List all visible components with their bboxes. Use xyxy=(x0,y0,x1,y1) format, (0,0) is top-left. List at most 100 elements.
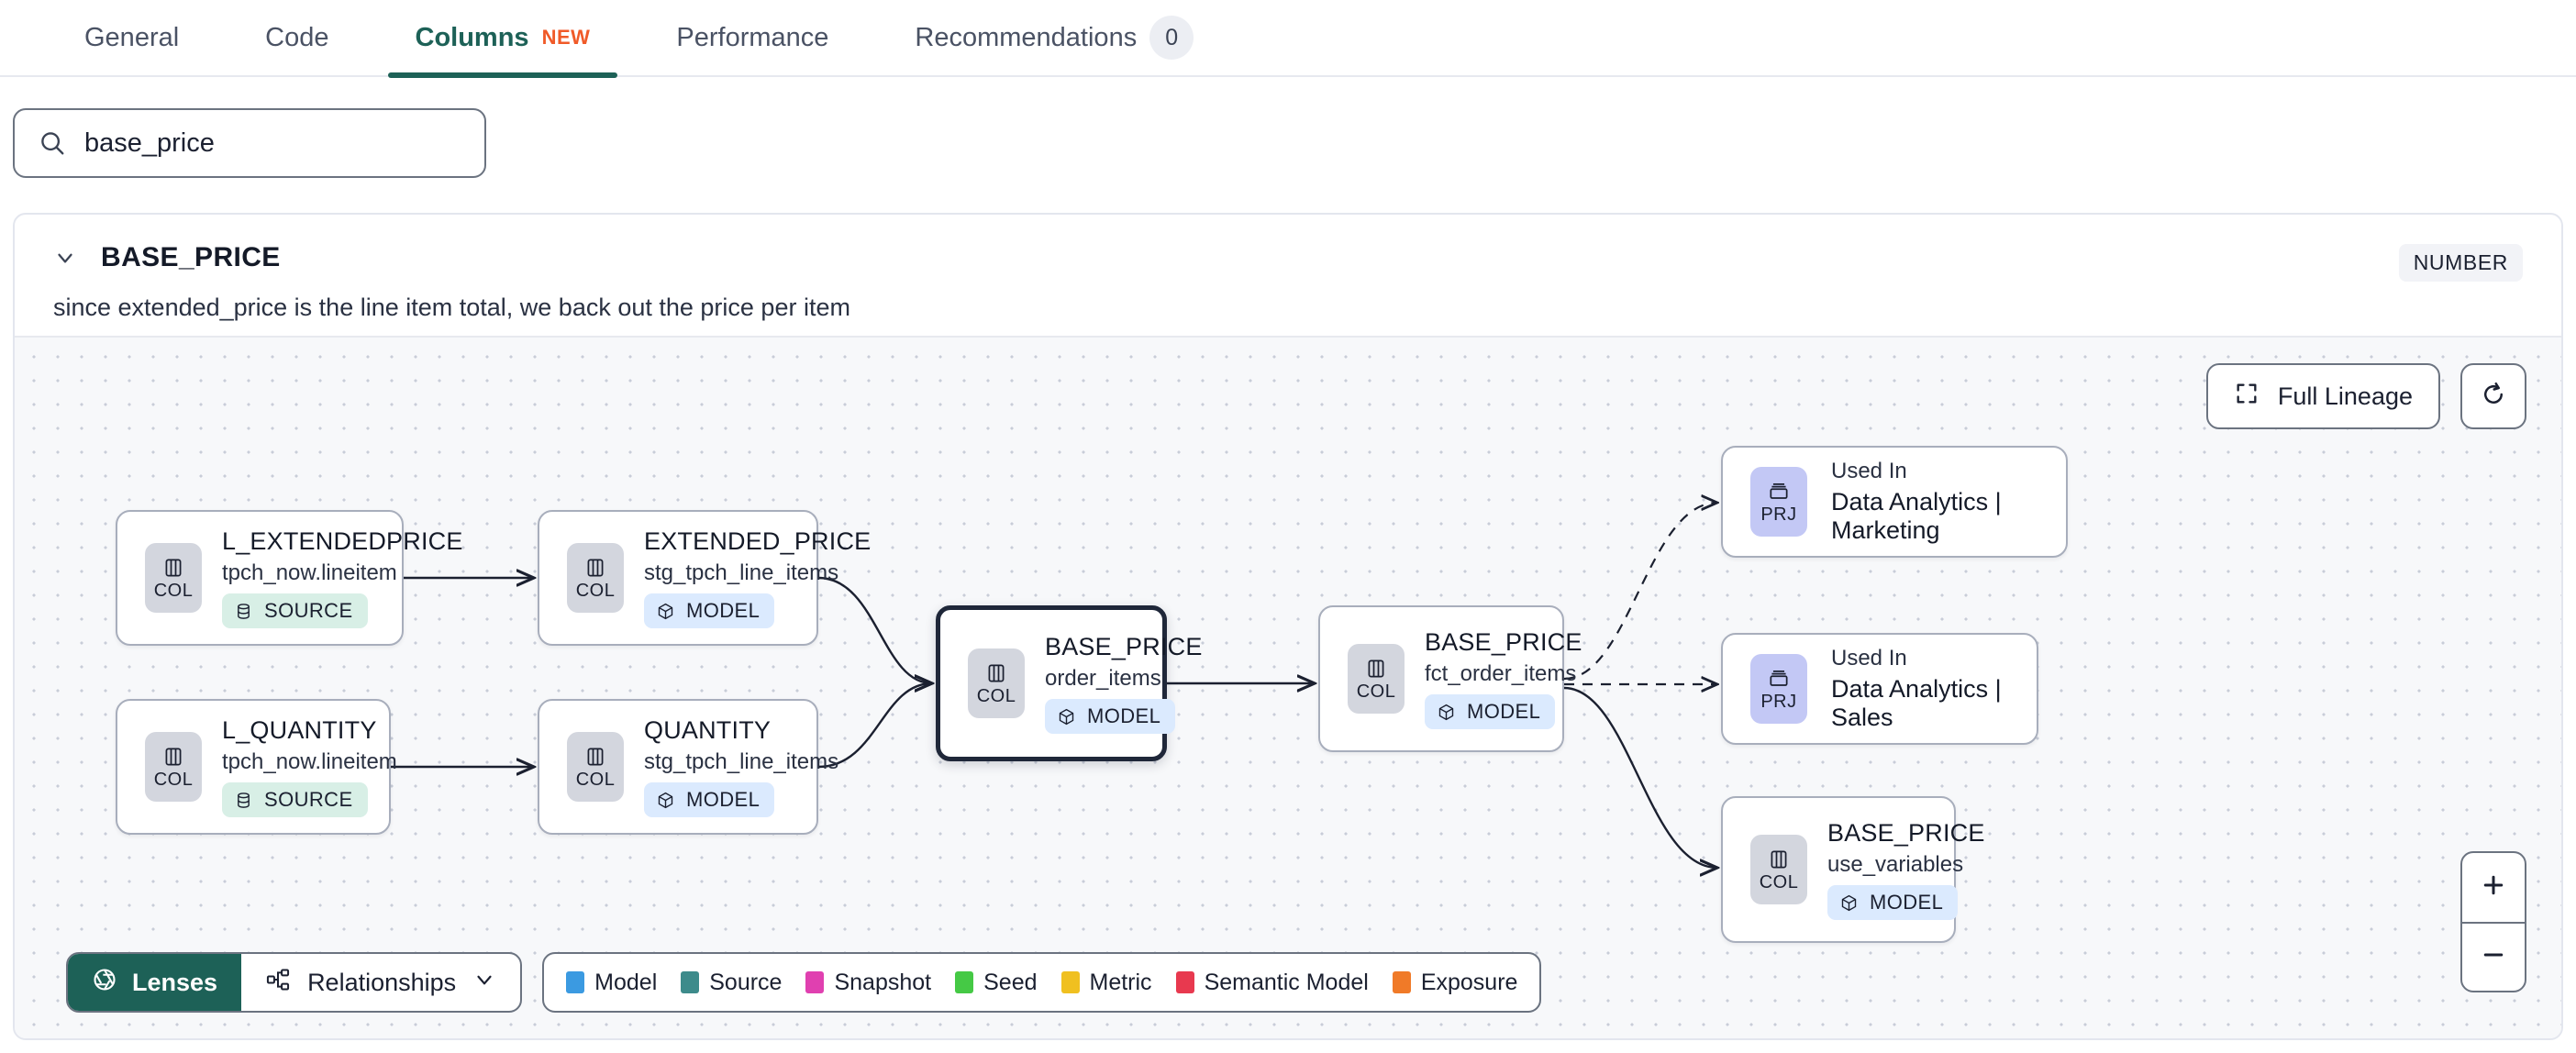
lineage-node-project-sales[interactable]: PRJ Used In Data Analytics | Sales xyxy=(1721,633,2038,745)
legend-label: Exposure xyxy=(1420,969,1518,995)
cube-icon xyxy=(1438,704,1454,720)
lineage-canvas[interactable]: COL L_EXTENDEDPRICE tpch_now.lineitem SO… xyxy=(15,336,2561,1038)
node-subtitle: stg_tpch_line_items xyxy=(644,560,839,585)
legend-label: Seed xyxy=(983,969,1038,995)
node-title: QUANTITY xyxy=(644,716,772,744)
materialization-badge: MODEL xyxy=(1425,694,1556,729)
lineage-node-extended-price[interactable]: COL EXTENDED_PRICE stg_tpch_line_items M… xyxy=(538,510,871,646)
prj-kind-badge: PRJ xyxy=(1750,654,1807,724)
node-title: EXTENDED_PRICE xyxy=(644,527,872,555)
chevron-down-icon[interactable] xyxy=(53,246,77,270)
node-body: BASE_PRICE use_variables MODEL xyxy=(1827,819,1985,920)
legend-item-source: Source xyxy=(681,970,782,996)
col-kind-badge: COL xyxy=(567,732,624,802)
lineage-node-base-price-order-items[interactable]: COL BASE_PRICE order_items MODEL xyxy=(936,605,1202,761)
prj-kind-label: PRJ xyxy=(1760,692,1797,712)
node-subtitle: stg_tpch_line_items xyxy=(644,749,839,774)
legend-item-semantic-model: Semantic Model xyxy=(1175,969,1369,996)
relationships-dropdown[interactable]: Relationships xyxy=(241,954,520,1011)
lineage-node-l-extendedprice[interactable]: COL L_EXTENDEDPRICE tpch_now.lineitem SO… xyxy=(116,510,462,646)
refresh-icon xyxy=(2480,381,2507,413)
node-title: L_QUANTITY xyxy=(222,716,377,744)
materialization-label: MODEL xyxy=(1087,704,1161,727)
materialization-label: SOURCE xyxy=(264,599,353,622)
tab-label: Recommendations xyxy=(915,22,1138,52)
refresh-button[interactable] xyxy=(2460,363,2526,429)
legend-label: Semantic Model xyxy=(1204,969,1369,995)
materialization-label: MODEL xyxy=(686,599,761,622)
materialization-badge: SOURCE xyxy=(222,593,368,628)
zoom-in-button[interactable] xyxy=(2462,853,2525,922)
search-icon xyxy=(39,129,66,157)
materialization-badge: MODEL xyxy=(1827,885,1959,920)
project-name: Data Analytics | Marketing xyxy=(1831,488,2002,544)
tab-recommendations[interactable]: Recommendations 0 xyxy=(887,0,1221,76)
node-title: BASE_PRICE xyxy=(1045,633,1203,660)
tab-general[interactable]: General xyxy=(57,0,206,76)
chevron-down-icon[interactable] xyxy=(472,968,496,998)
node-body: L_QUANTITY tpch_now.lineitem SOURCE xyxy=(222,716,397,817)
recommendations-count-badge: 0 xyxy=(1149,16,1194,60)
lineage-node-quantity[interactable]: COL QUANTITY stg_tpch_line_items MODEL xyxy=(538,699,838,835)
legend-item-metric: Metric xyxy=(1060,970,1152,996)
column-title-row[interactable]: BASE_PRICE xyxy=(53,242,281,273)
node-body: EXTENDED_PRICE stg_tpch_line_items MODEL xyxy=(644,527,871,628)
col-kind-badge: COL xyxy=(145,543,202,613)
page-title: BASE_PRICE xyxy=(101,242,281,272)
minus-icon xyxy=(2480,941,2507,973)
tab-code[interactable]: Code xyxy=(238,0,356,76)
node-body: BASE_PRICE fct_order_items MODEL xyxy=(1425,628,1582,729)
col-kind-label: COL xyxy=(153,581,194,601)
project-body: Used In Data Analytics | Sales xyxy=(1831,646,2037,732)
materialization-label: MODEL xyxy=(1870,891,1944,914)
lineage-node-base-price-use-variables[interactable]: COL BASE_PRICE use_variables MODEL xyxy=(1721,796,1984,943)
col-kind-badge: COL xyxy=(567,543,624,613)
database-icon xyxy=(238,603,250,619)
legend-swatch xyxy=(955,971,974,993)
legend-item-seed: Seed xyxy=(955,969,1038,996)
project-body: Used In Data Analytics | Marketing xyxy=(1831,459,2066,545)
legend-swatch xyxy=(681,971,700,993)
tab-label: General xyxy=(84,22,180,52)
tab-label: Code xyxy=(265,22,329,52)
full-lineage-button[interactable]: Full Lineage xyxy=(2205,363,2440,429)
hierarchy-icon xyxy=(265,967,291,999)
relationships-label: Relationships xyxy=(307,968,457,996)
zoom-out-button[interactable] xyxy=(2462,922,2525,991)
tab-bar: General Code Columns NEW Performance Rec… xyxy=(0,0,2576,78)
aperture-icon xyxy=(92,967,117,999)
legend-swatch xyxy=(1175,971,1194,993)
column-type-badge: NUMBER xyxy=(2398,244,2523,282)
node-body: L_EXTENDEDPRICE tpch_now.lineitem SOURCE xyxy=(222,527,463,628)
lenses-button[interactable]: Lenses xyxy=(68,954,242,1011)
legend-label: Model xyxy=(594,969,658,995)
expand-icon xyxy=(2234,381,2260,413)
plus-icon xyxy=(2480,871,2507,903)
prj-kind-label: PRJ xyxy=(1760,504,1797,525)
zoom-controls xyxy=(2460,851,2526,992)
canvas-top-controls: Full Lineage xyxy=(2205,363,2526,429)
search-input[interactable] xyxy=(84,127,461,159)
cube-icon xyxy=(1841,894,1857,911)
node-title: BASE_PRICE xyxy=(1827,819,1985,847)
materialization-label: SOURCE xyxy=(264,788,353,811)
col-kind-badge: COL xyxy=(1348,644,1405,714)
col-kind-badge: COL xyxy=(968,648,1025,718)
node-subtitle: fct_order_items xyxy=(1425,661,1577,686)
lineage-node-base-price-fct-order-items[interactable]: COL BASE_PRICE fct_order_items MODEL xyxy=(1318,605,1582,752)
lineage-node-project-marketing[interactable]: PRJ Used In Data Analytics | Marketing xyxy=(1721,446,2068,558)
node-subtitle: tpch_now.lineitem xyxy=(222,749,397,774)
tab-performance[interactable]: Performance xyxy=(649,0,856,76)
used-in-label: Used In xyxy=(1831,646,1907,671)
cube-icon xyxy=(658,603,673,619)
search-box[interactable] xyxy=(13,108,486,178)
legend-item-snapshot: Snapshot xyxy=(805,970,931,996)
lineage-node-l-quantity[interactable]: COL L_QUANTITY tpch_now.lineitem SOURCE xyxy=(116,699,397,835)
lenses-label: Lenses xyxy=(132,968,218,996)
full-lineage-label: Full Lineage xyxy=(2277,382,2413,410)
col-kind-label: COL xyxy=(976,686,1016,706)
tab-columns[interactable]: Columns NEW xyxy=(387,0,618,78)
archive-icon xyxy=(1770,671,1788,686)
column-detail-panel: BASE_PRICE NUMBER since extended_price i… xyxy=(13,213,2563,1040)
materialization-label: MODEL xyxy=(686,788,761,811)
